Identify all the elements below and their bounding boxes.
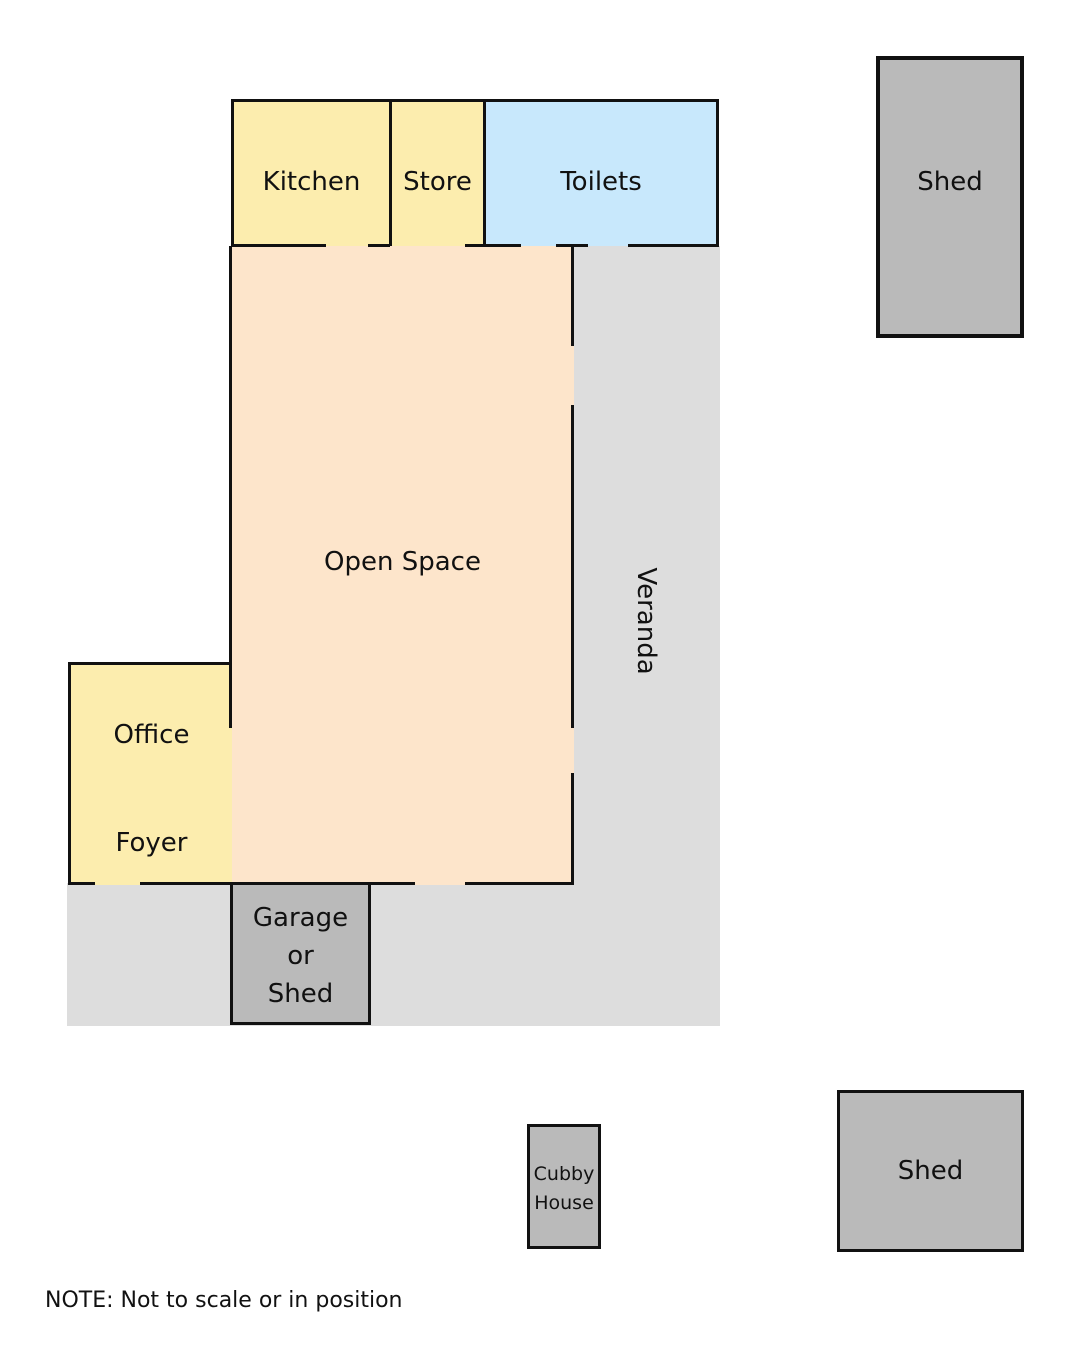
shed-bottom-room: Shed — [837, 1090, 1024, 1252]
top-bank-wall-e — [628, 244, 719, 247]
open-space-left-wall — [229, 246, 232, 728]
garage-label: Garage or Shed — [252, 903, 349, 1009]
foyer-bottom-wall-b — [140, 882, 232, 885]
veranda-bottom-zone — [67, 883, 720, 1026]
shed-bottom-label: Shed — [897, 1156, 964, 1186]
cubby-house-label: Cubby House — [533, 1163, 595, 1214]
foyer-room: Foyer — [68, 799, 232, 885]
top-bank-wall-b — [368, 244, 390, 247]
open-space-right-wall-c — [571, 773, 574, 885]
open-space-bottom-wall-b — [465, 882, 574, 885]
open-space-right-wall-b — [571, 405, 574, 728]
kitchen-label: Kitchen — [262, 167, 361, 197]
foyer-label: Foyer — [115, 828, 188, 858]
office-room: Office — [68, 662, 232, 802]
foyer-bottom-wall-a — [68, 882, 95, 885]
store-label: Store — [403, 167, 472, 197]
kitchen-room: Kitchen — [231, 99, 392, 246]
office-label: Office — [113, 720, 190, 750]
open-space-label: Open Space — [324, 547, 481, 577]
shed-top-room: Shed — [876, 56, 1024, 338]
shed-top-label: Shed — [917, 167, 983, 197]
veranda-label-wrap: Veranda — [572, 246, 720, 996]
garage-room: Garage or Shed — [230, 882, 371, 1025]
toilets-room: Toilets — [483, 99, 719, 246]
cubby-house-room: Cubby House — [527, 1124, 601, 1249]
veranda-label: Veranda — [631, 567, 661, 675]
top-bank-wall-a — [231, 244, 326, 247]
store-room: Store — [389, 99, 486, 246]
office-right-wall — [229, 662, 232, 728]
open-space-room: Open Space — [231, 246, 574, 885]
top-bank-wall-c — [465, 244, 521, 247]
toilets-label: Toilets — [560, 167, 642, 197]
scale-note: NOTE: Not to scale or in position — [45, 1288, 403, 1313]
open-space-right-wall-a — [571, 246, 574, 346]
top-bank-wall-d — [556, 244, 588, 247]
